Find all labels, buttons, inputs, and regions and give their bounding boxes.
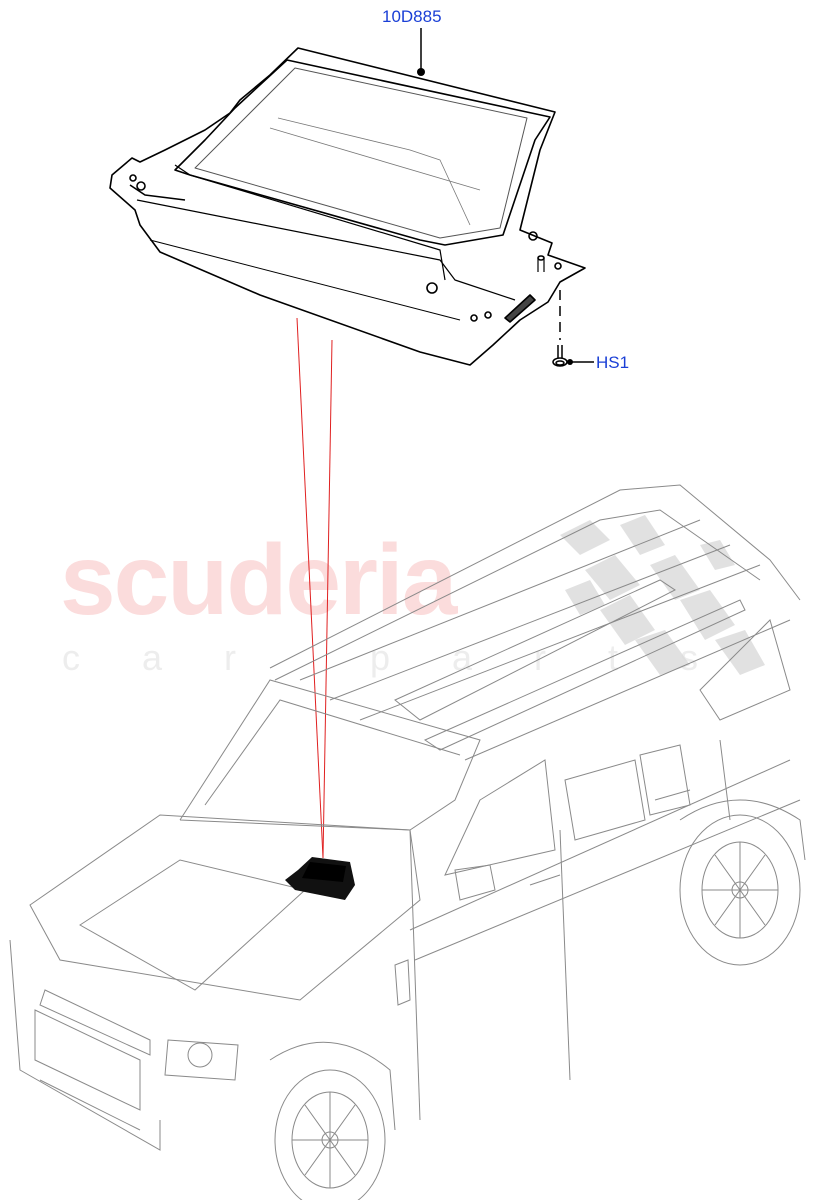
- watermark-car-parts: car parts: [62, 637, 761, 678]
- watermark-scuderia: scuderia: [60, 524, 457, 636]
- callout-label-HS1[interactable]: HS1: [596, 353, 630, 372]
- screw-hs1-drawing: [552, 290, 594, 367]
- hud-unit-drawing: [109, 47, 586, 366]
- checkered-flag-watermark: [560, 515, 765, 675]
- callout-label-10D885[interactable]: 10D885: [382, 7, 442, 26]
- vehicle-outline: [9, 484, 806, 1200]
- projection-lines: [296, 317, 333, 859]
- hud-location-marker: [285, 857, 355, 900]
- callout-leader-10D885: [417, 28, 425, 76]
